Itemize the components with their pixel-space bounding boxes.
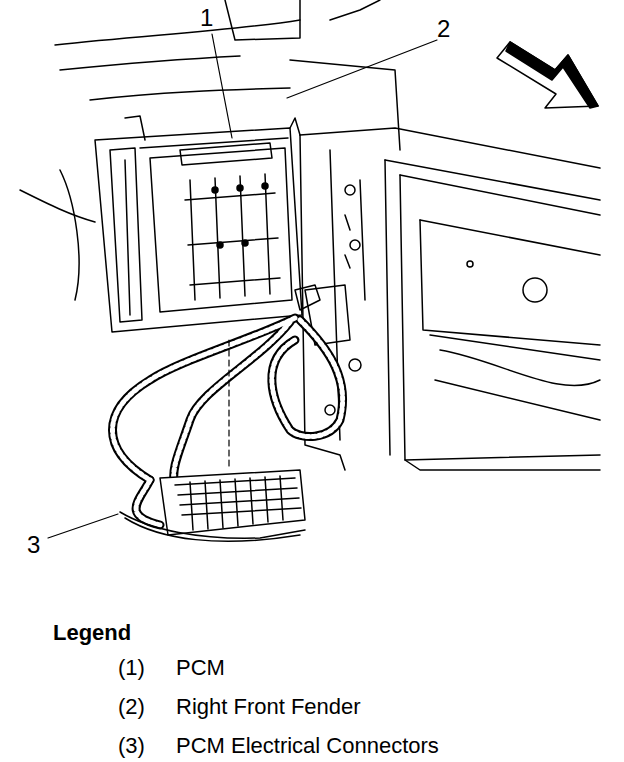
- line-art: [349, 359, 361, 371]
- line-art: [160, 470, 305, 535]
- callout-number: 2: [437, 17, 450, 41]
- callout-number: 3: [27, 533, 40, 557]
- line-art: [400, 175, 600, 215]
- radiator-support: [300, 128, 600, 470]
- line-art: [95, 128, 302, 332]
- line-art: [405, 460, 600, 470]
- line-art: [185, 193, 280, 285]
- line-art: [190, 174, 270, 300]
- line-art: [55, 20, 300, 45]
- line-art: [228, 340, 229, 470]
- line-art: [385, 160, 390, 455]
- line-art: [262, 183, 268, 189]
- pcm-connectors: [120, 470, 305, 541]
- line-art: [440, 350, 600, 386]
- line-art: [350, 240, 360, 250]
- line-art: [330, 0, 380, 20]
- line-art: [300, 128, 600, 168]
- pcm-module: [95, 116, 320, 332]
- line-art: [136, 480, 160, 525]
- legend-text: Right Front Fender: [176, 696, 361, 718]
- line-art: [60, 170, 79, 300]
- line-art: [48, 514, 118, 538]
- line-art: [290, 60, 400, 150]
- line-art: [272, 320, 343, 437]
- line-art: [225, 0, 300, 40]
- line-art: [295, 285, 320, 310]
- line-art: [125, 518, 300, 541]
- legend-number: (2): [118, 696, 145, 718]
- line-art: [125, 160, 130, 315]
- line-art: [217, 242, 223, 248]
- callout-number: 1: [200, 6, 213, 30]
- line-art: [325, 405, 335, 415]
- line-art: [497, 42, 598, 108]
- line-art: [110, 148, 142, 322]
- line-art: [435, 380, 600, 420]
- legend-text: PCM Electrical Connectors: [176, 735, 439, 757]
- line-art: [242, 240, 248, 246]
- line-art: [136, 480, 160, 525]
- line-art: [125, 116, 300, 140]
- legend-heading: Legend: [53, 622, 131, 644]
- legend-text: PCM: [176, 657, 225, 679]
- line-art: [430, 335, 600, 360]
- line-art: [420, 220, 600, 345]
- line-art: [150, 148, 292, 312]
- line-art: [345, 185, 355, 195]
- line-art: [60, 56, 240, 70]
- line-art: [237, 185, 243, 191]
- line-art: [212, 34, 232, 138]
- legend-number: (3): [118, 735, 145, 757]
- line-art: [90, 88, 290, 100]
- line-art: [174, 322, 290, 485]
- line-art: [360, 180, 365, 300]
- line-art: [345, 215, 350, 268]
- line-art: [420, 220, 600, 255]
- line-art: [287, 40, 437, 98]
- line-art: [467, 261, 473, 267]
- line-art: [120, 512, 305, 538]
- legend-number: (1): [118, 657, 145, 679]
- line-art: [212, 187, 218, 193]
- leader-lines: [48, 34, 437, 538]
- line-art: [190, 476, 283, 530]
- direction-arrow: [497, 42, 598, 108]
- line-art: [506, 42, 598, 108]
- line-art: [272, 320, 343, 437]
- line-art: [180, 143, 272, 165]
- line-art: [400, 175, 600, 460]
- line-art: [20, 190, 95, 222]
- line-art: [523, 278, 547, 302]
